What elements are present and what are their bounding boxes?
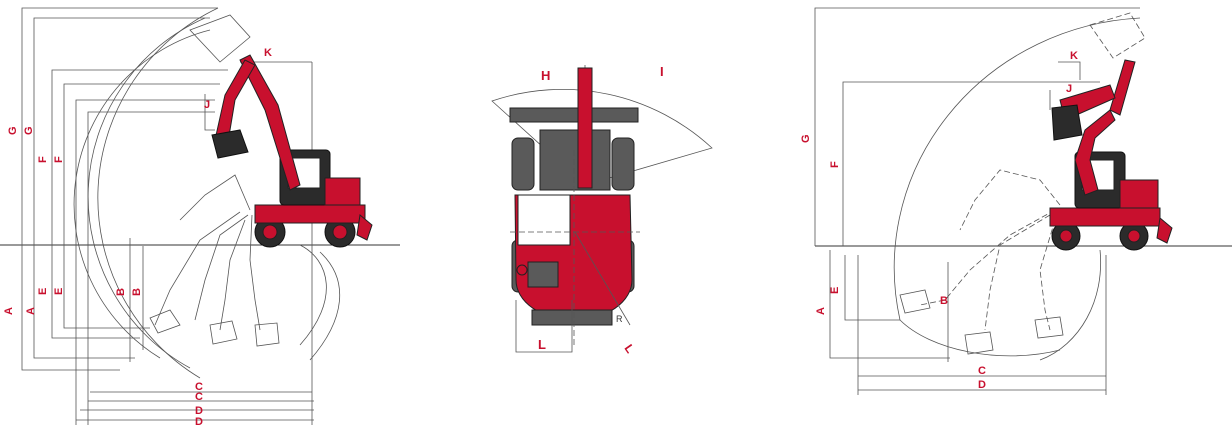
top-label-r: R [616,314,623,324]
right-label-g: G [800,134,812,143]
right-label-d: D [978,379,986,391]
left-label-b1: B [115,288,127,296]
left-label-d2: D [195,416,203,425]
top-boom [577,67,593,189]
left-label-j: J [204,99,210,111]
left-label-b2: B [131,288,143,296]
right-label-c: C [978,365,986,377]
left-label-a2: A [25,307,37,315]
top-l-bracket [515,300,573,353]
right-dimension-lines [814,7,1140,395]
right-label-a: A [815,307,827,315]
top-swing-sector [491,89,713,186]
right-ghost-arms [899,12,1146,355]
left-label-g2: G [23,126,35,135]
right-reach-arc [893,17,1141,357]
right-label-k: K [1070,50,1078,62]
left-label-c2: C [195,391,203,403]
left-excavator [211,54,373,248]
left-side-view: A A B B C C D D E E F F G G J K [0,7,400,425]
right-side-view: A B C D E F G J K [800,7,1232,395]
left-label-f2: F [53,156,65,163]
top-label-i: I [660,64,664,79]
top-wheel-fl [511,137,535,191]
left-dimension-lines [21,7,314,425]
right-label-j: J [1066,83,1072,95]
left-ghost-arms [149,14,280,347]
top-wheel-fr [611,137,635,191]
left-label-d1: D [195,405,203,417]
left-reach-arc-outer [97,7,219,379]
left-label-c1: C [195,381,203,393]
left-label-e2: E [53,288,65,295]
left-label-f1: F [37,156,49,163]
left-dig-arc [299,244,327,346]
top-view: H I L L R [491,64,713,356]
left-label-e1: E [37,288,49,295]
top-label-l2: L [622,342,638,356]
right-label-b: B [940,295,948,307]
left-label-k: K [264,47,272,59]
left-label-g1: G [7,126,19,135]
left-reach-arc-inner [73,29,211,359]
right-label-f: F [829,161,841,168]
right-excavator [1049,59,1173,251]
left-reach-arc-mid [87,17,206,369]
top-label-l1: L [538,337,546,352]
top-label-h: H [541,68,550,83]
left-label-a1: A [3,307,15,315]
right-label-e: E [829,287,841,294]
top-dozer-blade [509,107,639,123]
